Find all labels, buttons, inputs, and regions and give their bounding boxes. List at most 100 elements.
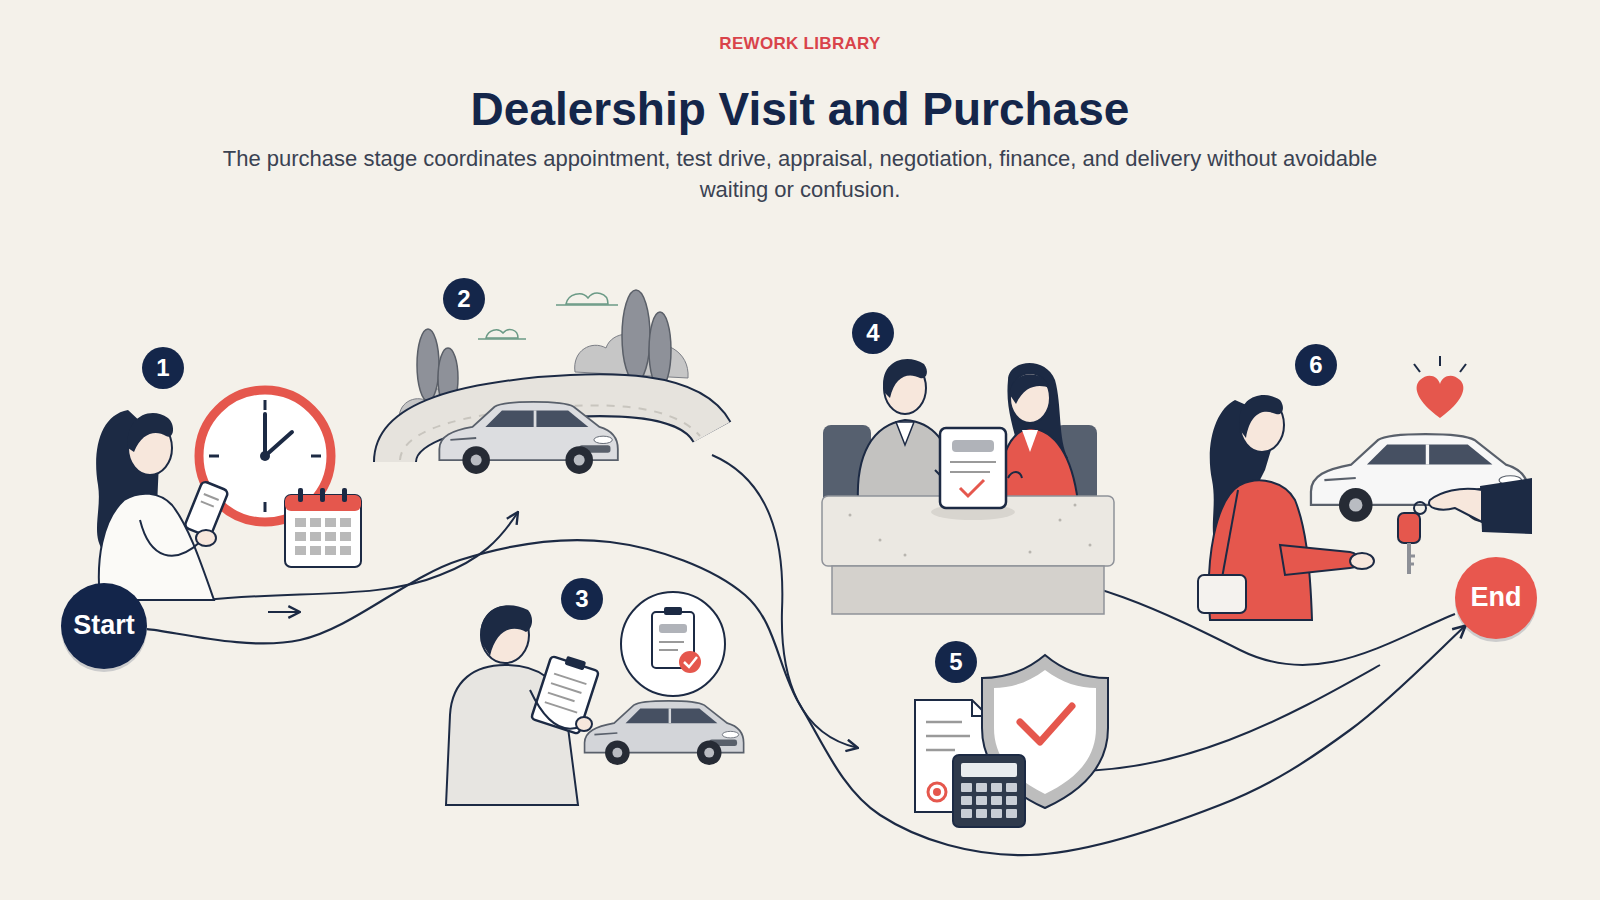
finance-illustration xyxy=(915,655,1108,827)
delivery-illustration-part-part xyxy=(1414,364,1420,372)
appointment-illustration-part-part xyxy=(311,455,321,458)
finance-illustration-part-part xyxy=(961,796,972,805)
appointment-illustration-part xyxy=(295,518,351,555)
appraisal-illustration-part xyxy=(621,592,725,696)
delivery-illustration-part xyxy=(1239,395,1283,438)
flow-connector xyxy=(147,540,1466,855)
negotiation-illustration xyxy=(822,359,1114,614)
delivery-illustration-part xyxy=(1350,553,1374,569)
appointment-illustration-part xyxy=(285,495,361,567)
appraisal-illustration-part xyxy=(659,641,684,643)
negotiation-illustration-part xyxy=(1022,430,1038,452)
test-drive-illustration-part xyxy=(566,293,608,304)
appointment-illustration-part-part xyxy=(320,488,325,502)
appointment-illustration-part-part xyxy=(298,488,303,502)
finance-illustration-part-part xyxy=(961,809,972,818)
delivery-illustration-part xyxy=(1429,489,1482,522)
finance-illustration-part-part xyxy=(976,796,987,805)
appointment-illustration-part-part xyxy=(201,501,214,506)
appointment-illustration-part xyxy=(196,530,216,546)
callout-number: 6 xyxy=(1295,344,1337,386)
finance-illustration-part xyxy=(1020,706,1072,742)
test-drive-illustration-part xyxy=(556,304,618,306)
callout-number-text: 6 xyxy=(1309,353,1322,377)
negotiation-illustration-part xyxy=(883,359,927,398)
appraisal-illustration xyxy=(446,592,744,805)
negotiation-illustration-part xyxy=(832,566,1104,614)
delivery-illustration-part-part xyxy=(1439,356,1441,366)
appointment-illustration-part-part xyxy=(325,546,336,555)
appraisal-illustration-part-part xyxy=(545,702,577,713)
test-drive-illustration-part xyxy=(439,402,617,474)
section-kicker: REWORK LIBRARY xyxy=(719,34,880,54)
end-terminal: End xyxy=(1455,557,1537,639)
appointment-illustration-part-part xyxy=(209,455,219,458)
finance-illustration-part xyxy=(982,655,1108,808)
finance-illustration-part-part xyxy=(1006,809,1017,818)
test-drive-illustration-part xyxy=(486,330,518,338)
appointment-illustration xyxy=(96,390,361,600)
appointment-illustration-part-part xyxy=(295,518,306,527)
callout-number-text: 3 xyxy=(575,587,588,611)
callout-number: 5 xyxy=(935,641,977,683)
appraisal-illustration-part-part xyxy=(564,656,586,671)
appraisal-illustration-part xyxy=(664,607,682,615)
finance-illustration-part-part xyxy=(1006,796,1017,805)
appraisal-illustration-part xyxy=(679,651,701,673)
node-text: Start xyxy=(73,611,135,641)
finance-illustration-part-part xyxy=(976,783,987,792)
delivery-illustration-part xyxy=(1222,490,1238,578)
appointment-illustration-part-part xyxy=(340,518,351,527)
callout-number-text: 1 xyxy=(156,356,169,380)
negotiation-illustration-part xyxy=(1000,428,1078,502)
appointment-illustration-part-part xyxy=(264,502,267,512)
diagram-caption: The purchase stage coordinates appointme… xyxy=(220,143,1380,205)
finance-illustration-part xyxy=(928,783,946,801)
callout-number: 4 xyxy=(852,312,894,354)
finance-illustration-part xyxy=(926,721,962,724)
finance-illustration-part xyxy=(926,749,955,752)
appointment-illustration-part-part xyxy=(310,546,321,555)
appraisal-illustration-part xyxy=(585,701,744,765)
callout-number: 3 xyxy=(561,578,603,620)
appraisal-illustration-part-part xyxy=(548,693,575,702)
negotiation-illustration-part-part xyxy=(1089,544,1092,547)
negotiation-illustration-part xyxy=(940,428,1006,508)
appointment-illustration-part xyxy=(184,481,229,538)
road-lines xyxy=(205,455,1455,771)
delivery-illustration-part xyxy=(1417,376,1464,418)
negotiation-illustration-part xyxy=(950,471,990,473)
appraisal-illustration-part xyxy=(684,657,697,667)
appraisal-illustration-part xyxy=(576,717,592,731)
negotiation-illustration-part xyxy=(896,422,914,445)
negotiation-illustration-part-part xyxy=(1059,519,1062,522)
delivery-illustration-part xyxy=(1480,478,1532,534)
test-drive-illustration xyxy=(395,290,712,474)
appointment-illustration-part-part xyxy=(325,532,336,541)
delivery-illustration-part xyxy=(1414,502,1426,514)
test-drive-illustration-part xyxy=(478,338,526,340)
appointment-illustration-part xyxy=(265,432,292,456)
negotiation-illustration-part xyxy=(950,461,996,463)
delivery-illustration-part-part xyxy=(1460,364,1466,372)
delivery-illustration-part xyxy=(1414,356,1466,372)
negotiation-illustration-part-part xyxy=(904,554,907,557)
appointment-illustration-part xyxy=(128,413,174,452)
delivery-illustration-part xyxy=(1198,575,1246,613)
negotiation-illustration-part-part xyxy=(879,539,882,542)
finance-illustration-part-part xyxy=(991,809,1002,818)
appointment-illustration-part-part xyxy=(340,532,351,541)
diagram-title: Dealership Visit and Purchase xyxy=(0,82,1600,136)
finance-illustration-part xyxy=(933,788,941,796)
delivery-illustration-part xyxy=(1398,513,1420,543)
negotiation-illustration-part xyxy=(1010,373,1050,423)
test-drive-illustration-part-part xyxy=(649,312,671,388)
delivery-illustration-part xyxy=(1409,556,1415,564)
appraisal-illustration-part xyxy=(659,649,678,651)
delivery-illustration-part xyxy=(1407,543,1411,574)
appointment-illustration-part-part xyxy=(342,488,347,502)
callout-number-text: 4 xyxy=(866,321,879,345)
negotiation-illustration-part xyxy=(952,440,994,452)
appointment-illustration-part-part xyxy=(310,518,321,527)
finance-illustration-part xyxy=(953,755,1025,827)
